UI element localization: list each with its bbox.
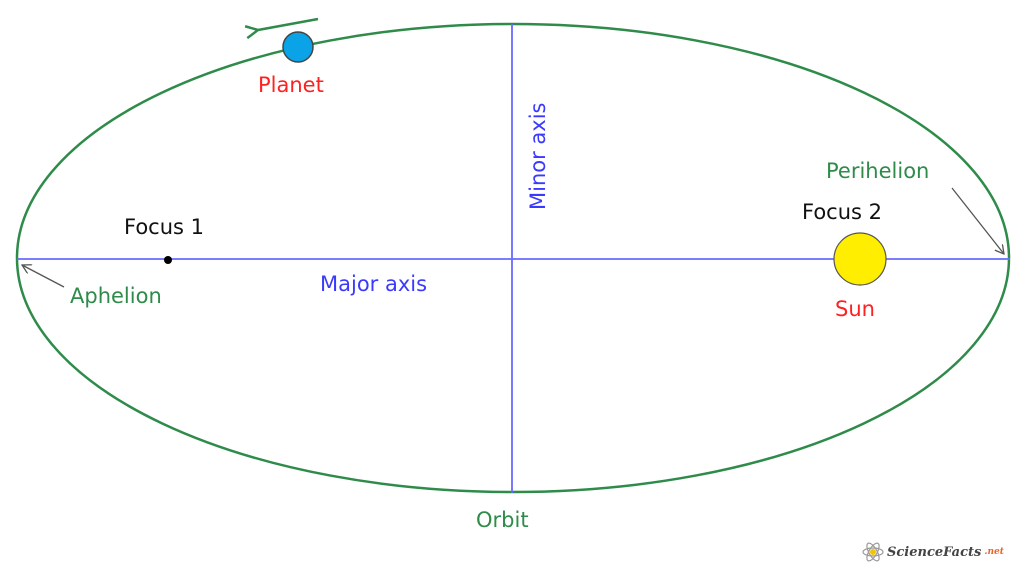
orbit-label: Orbit — [476, 508, 529, 532]
focus2-label: Focus 2 — [802, 200, 883, 224]
logo-text: ScienceFacts — [887, 544, 982, 560]
planet-label: Planet — [258, 73, 324, 97]
perihelion-label: Perihelion — [826, 159, 930, 183]
orbit-ellipse — [15, 22, 1011, 494]
sun-label: Sun — [835, 297, 875, 321]
major-axis-label: Major axis — [320, 272, 428, 296]
direction-arrow — [258, 17, 319, 30]
planet — [282, 31, 314, 63]
focus1-label: Focus 1 — [124, 215, 205, 239]
focus1-dot — [164, 256, 172, 264]
perihelion-arrow — [951, 187, 1004, 254]
logo-suffix: .net — [984, 547, 1004, 557]
sun — [833, 232, 887, 286]
sciencefacts-logo: ScienceFacts.net — [862, 541, 1004, 563]
minor-axis-label: Minor axis — [526, 102, 550, 211]
atom-icon — [862, 542, 884, 562]
aphelion-arrow — [22, 265, 65, 288]
aphelion-label: Aphelion — [70, 284, 162, 308]
